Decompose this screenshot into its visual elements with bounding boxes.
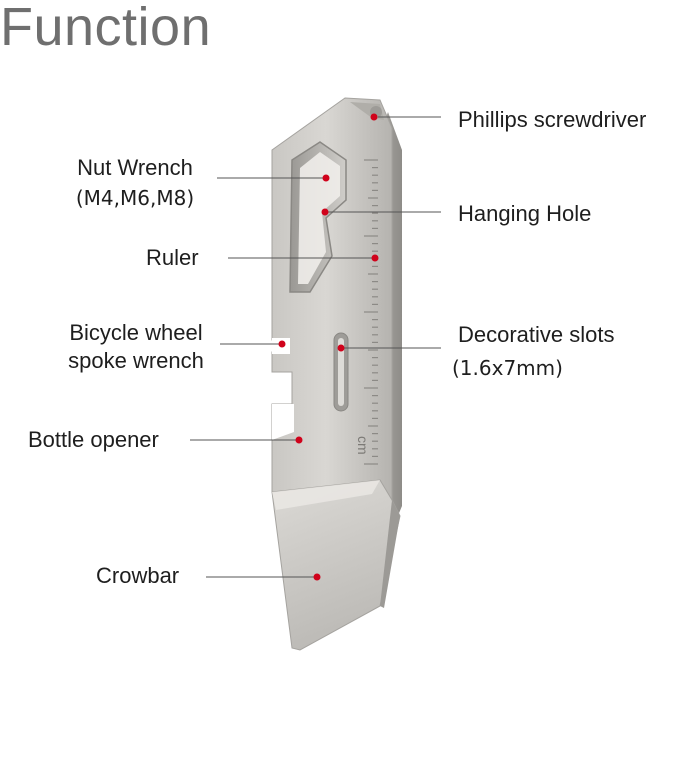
- marker-spoke: [278, 340, 286, 348]
- page-title: Function: [0, 0, 212, 57]
- markers: [278, 113, 379, 581]
- label-hanging: Hanging Hole: [458, 201, 592, 226]
- marker-nut: [322, 174, 330, 182]
- label-crowbar: Crowbar: [96, 563, 180, 588]
- marker-hanging: [321, 208, 329, 216]
- label-nut-sub: (M4,M6,M8): [75, 186, 195, 210]
- marker-bottle: [295, 436, 303, 444]
- marker-phillips: [370, 113, 378, 121]
- marker-ruler: [371, 254, 379, 262]
- ruler-ticks: [364, 159, 378, 465]
- label-spoke: Bicycle wheel: [69, 320, 203, 345]
- label-bottle: Bottle opener: [28, 427, 159, 452]
- marker-slots: [337, 344, 345, 352]
- label-ruler: Ruler: [146, 245, 199, 270]
- label-slots-sub: (1.6x7mm): [452, 356, 563, 380]
- label-spoke-sub: spoke wrench: [68, 348, 204, 373]
- label-slots: Decorative slots: [458, 322, 615, 347]
- blade-edge: [380, 500, 400, 608]
- marker-crowbar: [313, 573, 321, 581]
- leader-lines: [190, 116, 441, 578]
- ruler-unit-label: cm: [355, 436, 371, 455]
- label-nut: Nut Wrench: [77, 155, 193, 180]
- label-phillips: Phillips screwdriver: [458, 107, 647, 132]
